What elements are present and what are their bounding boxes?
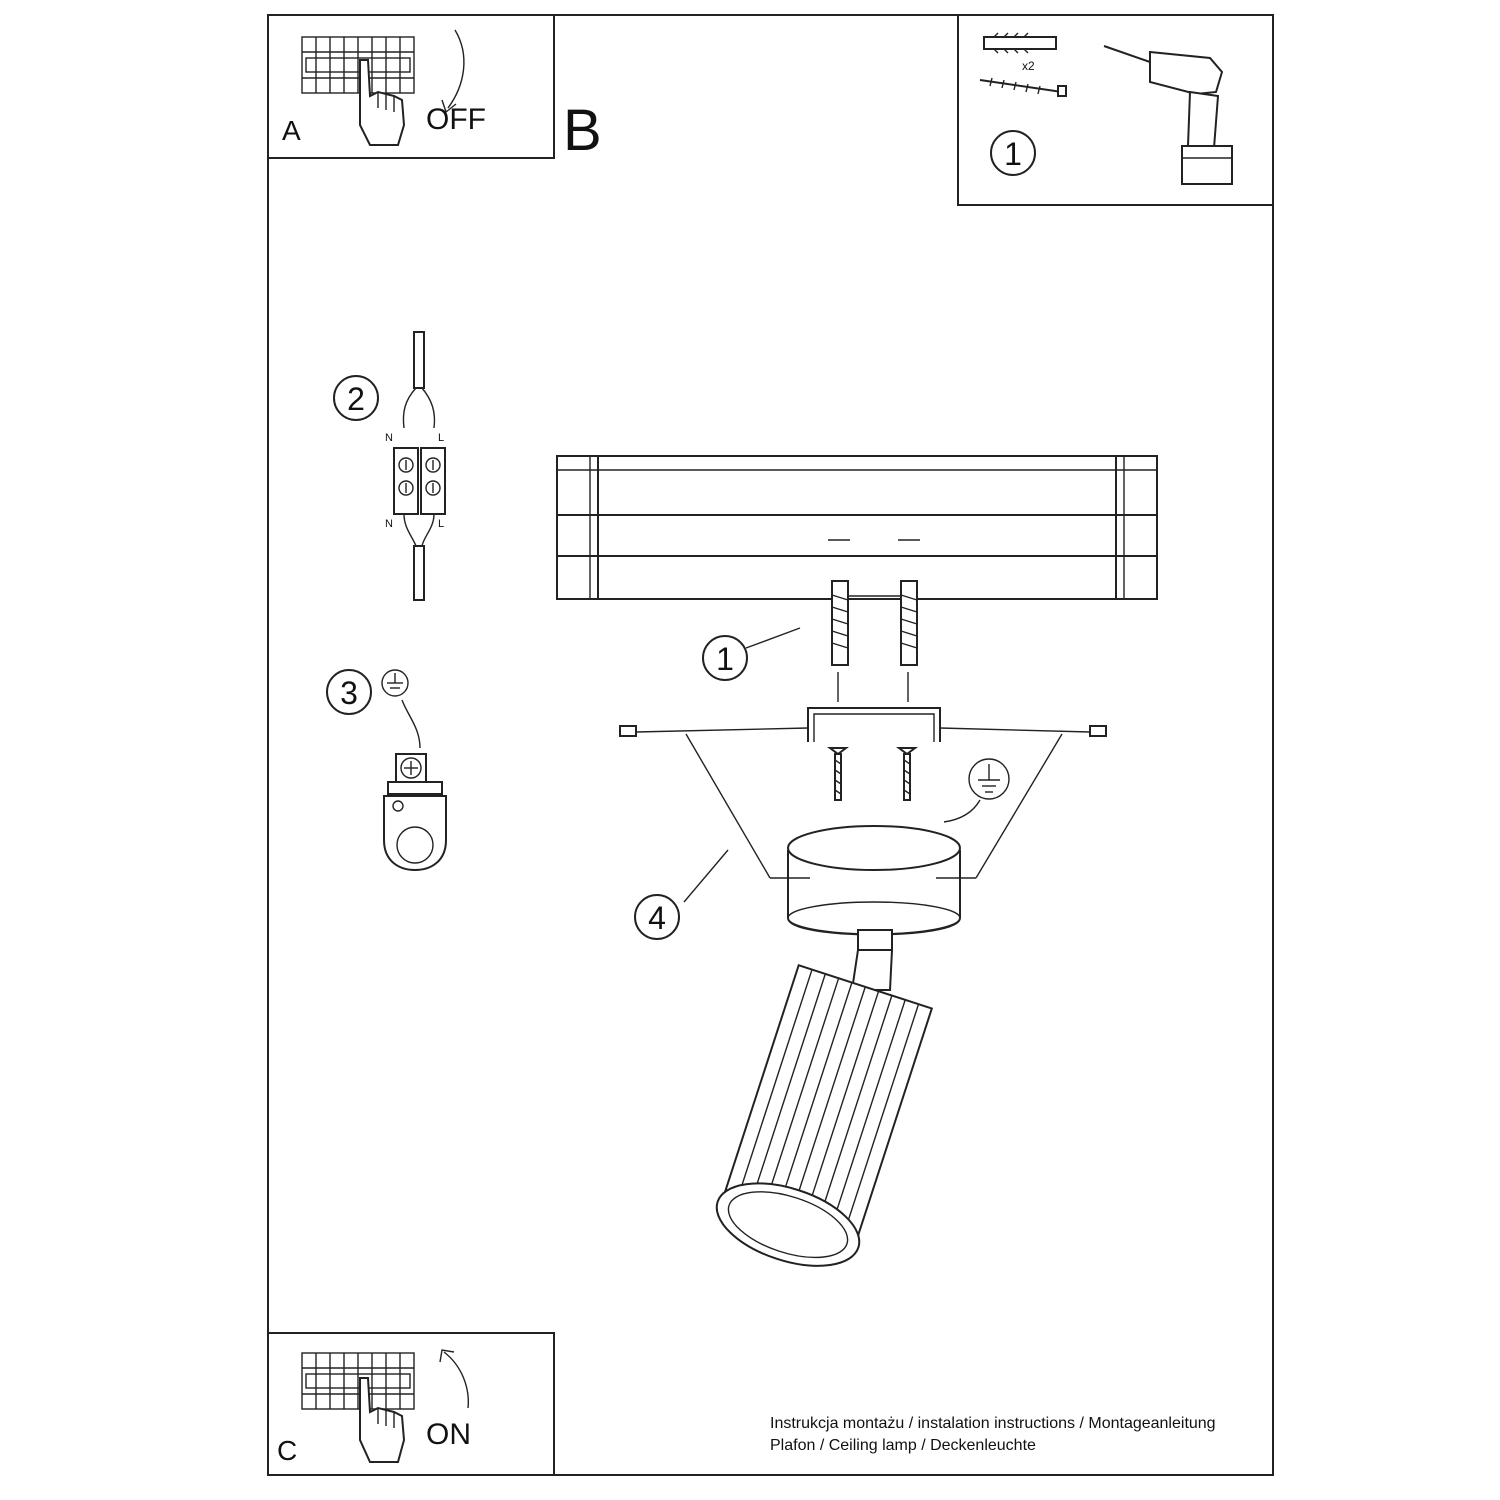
swivel-joint [850,929,894,991]
tools-panel: x2 1 [957,14,1274,206]
tools-step-number: 1 [1004,136,1022,172]
wire-n-top: N [385,432,393,444]
ground-clamp [383,753,447,872]
footer-line-1: Instrukcja montażu / instalation instruc… [770,1415,1216,1432]
panel-a-label: A [282,115,301,146]
panel-c-label: C [277,1435,297,1466]
step-3-badge [326,669,372,715]
panel-b-label: B [563,98,602,163]
cable-bottom [413,545,425,601]
wiring-diagram: 2 N L N L [333,331,446,601]
panel-a: A OFF [267,14,555,159]
panel-c: C ON [267,1332,555,1476]
ground-connection: 3 [326,669,447,872]
power-drill-icon [1103,45,1233,185]
mounting-bracket [619,707,1107,742]
lamp-canopy [770,825,976,936]
arrow-up-icon [443,1351,469,1409]
cable-top [413,331,425,389]
ground-icon [381,669,409,697]
step-4-callout [634,894,680,940]
hand-icon [359,1377,406,1463]
screw-icon [979,77,1067,97]
ceiling-profile [556,455,1158,600]
wall-plug-left [831,580,849,666]
step-4-number: 4 [648,900,666,936]
wall-plug-icon [983,32,1057,54]
wire-n-bottom: N [385,518,393,530]
wire-l-top: L [438,432,444,444]
step-1-callout [702,635,748,681]
wire-l-bottom: L [438,518,444,530]
screw-right [896,747,918,801]
earth-symbol-icon [968,758,1010,800]
spotlight-body [715,963,934,1267]
wall-plug-right [900,580,918,666]
bracket-screw-left [619,725,637,737]
step-1-number: 1 [716,641,734,677]
step-2-badge [333,375,379,421]
step-2-number: 2 [347,381,365,417]
off-label: OFF [426,103,486,136]
circuit-breaker-icon [301,36,415,94]
screw-left [827,747,849,801]
hand-icon [359,59,406,146]
page-frame [267,14,1274,1476]
step-3-number: 3 [340,675,358,711]
step-1-badge [990,130,1036,176]
footer-line-2: Plafon / Ceiling lamp / Deckenleuchte [770,1437,1036,1454]
arrow-down-icon [447,29,465,109]
quantity-label: x2 [1022,59,1035,73]
circuit-breaker-icon [301,1352,415,1410]
bracket-screw-right [1089,725,1107,737]
on-label: ON [426,1418,471,1451]
terminal-block [393,447,446,515]
